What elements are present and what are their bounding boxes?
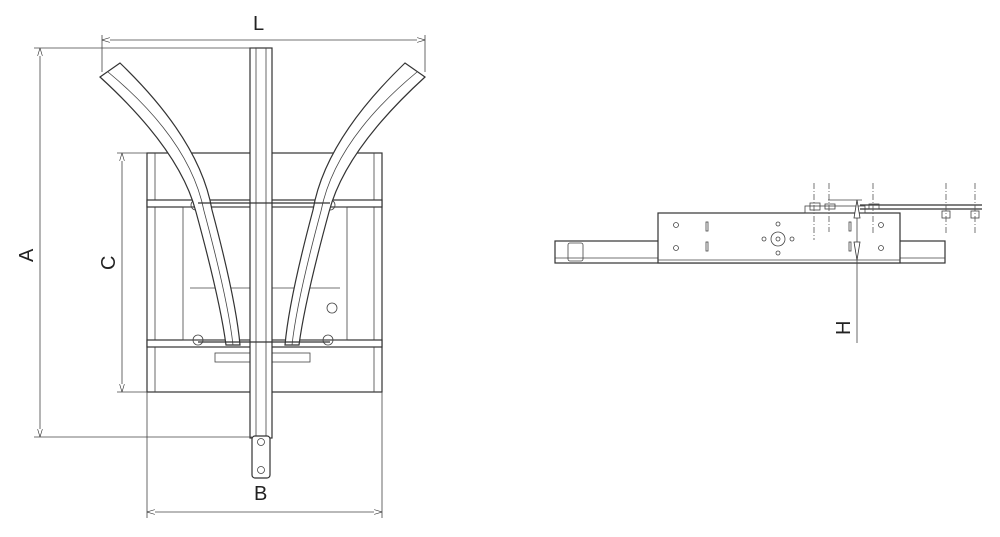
vertical-post	[249, 47, 273, 439]
dimension-label-H: H	[833, 321, 855, 335]
front-view: L A C B	[16, 13, 426, 518]
mounting-tab	[251, 435, 271, 479]
dimension-label-B: B	[254, 483, 267, 505]
left-arm	[99, 62, 241, 346]
dimension-label-L: L	[253, 13, 264, 35]
dimension-label-A: A	[16, 248, 38, 262]
side-view: H	[554, 183, 982, 343]
nut	[326, 302, 338, 314]
side-holes	[673, 221, 884, 256]
side-plate	[657, 212, 901, 264]
right-arm	[284, 62, 426, 346]
rail-end-cap	[567, 242, 584, 262]
dimension-label-C: C	[98, 256, 120, 270]
